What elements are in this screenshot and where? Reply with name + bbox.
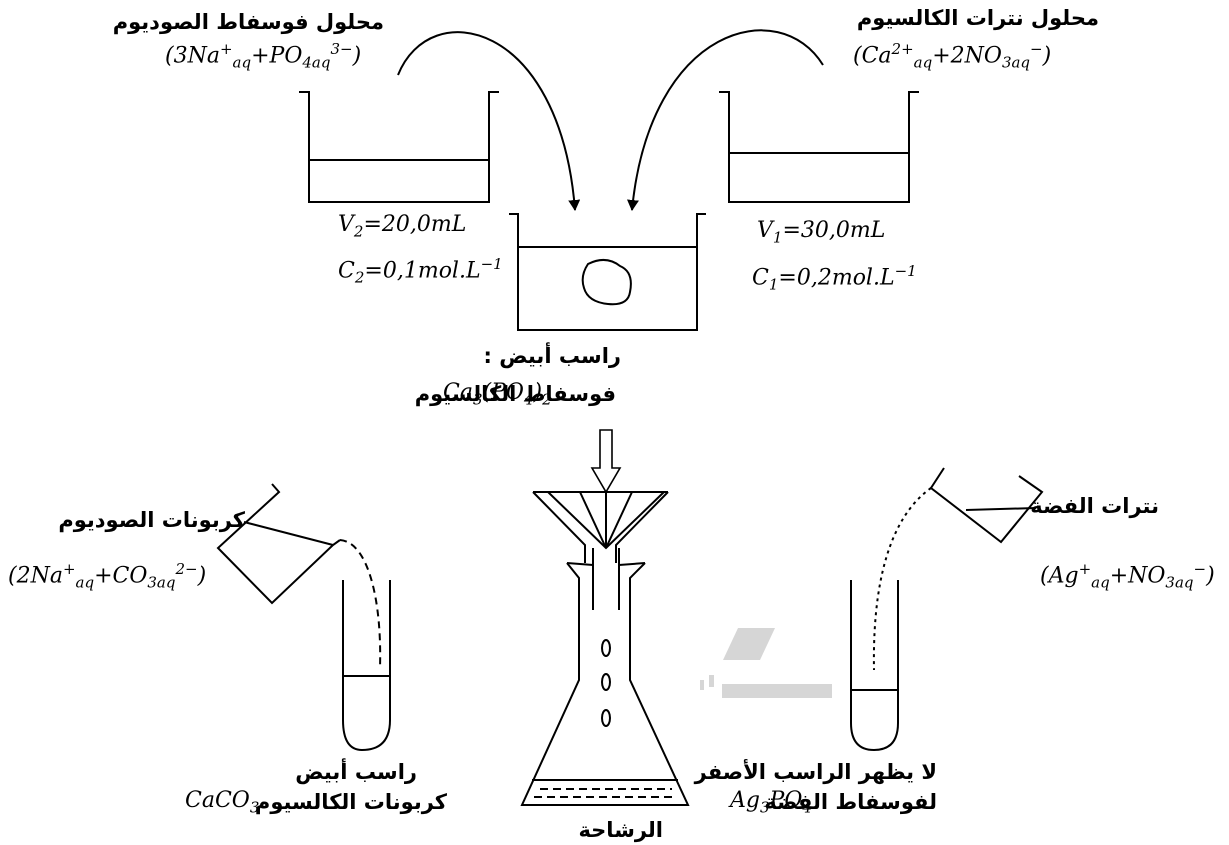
concentration-c1-value: 0,2 xyxy=(796,265,832,291)
right-test-tube xyxy=(850,580,899,752)
volume-v2-unit: mL xyxy=(430,212,467,237)
sodium-phosphate-title: محلول فوسفاط الصوديوم xyxy=(112,10,384,34)
sodium-carbonate-label: كربونات الصوديوم xyxy=(58,508,245,532)
concentration-c1-unit: mol.L xyxy=(831,265,895,291)
volume-v1: V1=30,0mL xyxy=(757,218,886,247)
silver-phosphate-formula: Ag3PO4 xyxy=(730,788,812,817)
silver-nitrate-label: نترات الفضة xyxy=(1030,494,1159,518)
concentration-c2: C2=0,1mol.L−1 xyxy=(338,255,503,287)
white-precipitate-2-label: راسب أبيض xyxy=(295,760,417,784)
pour-arrow-right xyxy=(627,29,824,211)
white-precipitate-label: راسب أبيض : xyxy=(483,344,622,368)
no-yellow-precipitate-label: لا يظهر الراسب الأصفر xyxy=(694,760,937,784)
sodium-phosphate-beaker xyxy=(299,91,499,203)
calcium-nitrate-title: محلول نترات الكالسيوم xyxy=(856,6,1099,30)
left-test-tube xyxy=(342,580,391,752)
volume-v2: V2=20,0mL xyxy=(338,212,467,241)
concentration-c1: C1=0,2mol.L−1 xyxy=(752,262,917,294)
mixing-beaker xyxy=(509,213,706,331)
silver-nitrate-beaker xyxy=(872,467,1044,671)
faint-watermark xyxy=(700,628,832,698)
calcium-phosphate-label: فوسفاط الكالسيوم xyxy=(414,382,616,406)
calcium-nitrate-ions-formula: (Ca2+aq+2NO3aq−) xyxy=(853,40,1052,72)
volume-v1-value: 30,0 xyxy=(800,218,850,243)
calcium-phosphate-formula: Ca3(PO4)2 xyxy=(443,380,552,409)
calcium-carbonate-formula: CaCO3 xyxy=(185,788,260,817)
pour-arrow-left xyxy=(397,31,581,211)
volume-v2-value: 20,0 xyxy=(381,212,431,237)
precipitate-blob xyxy=(581,259,632,306)
sodium-carbonate-ions-formula: (2Na+aq+CO3aq2−) xyxy=(8,560,207,592)
filtrate-label: الرشاحة xyxy=(578,818,663,842)
concentration-c2-unit: mol.L xyxy=(417,258,481,284)
sodium-carbonate-beaker xyxy=(216,483,382,669)
calcium-carbonate-label: كربونات الكالسيوم xyxy=(254,790,447,814)
silver-phosphate-label: لفوسفاط الفضة xyxy=(764,790,937,814)
silver-nitrate-ions-formula: (Ag+aq+NO3aq−) xyxy=(1040,560,1215,592)
calcium-nitrate-beaker xyxy=(719,91,919,203)
concentration-c2-value: 0,1 xyxy=(382,258,418,284)
hollow-down-arrow xyxy=(590,429,622,494)
volume-v1-unit: mL xyxy=(849,218,886,243)
filtration-flask xyxy=(520,491,690,806)
sodium-phosphate-ions-formula: (3Na+aq+PO4aq3−) xyxy=(165,40,362,72)
